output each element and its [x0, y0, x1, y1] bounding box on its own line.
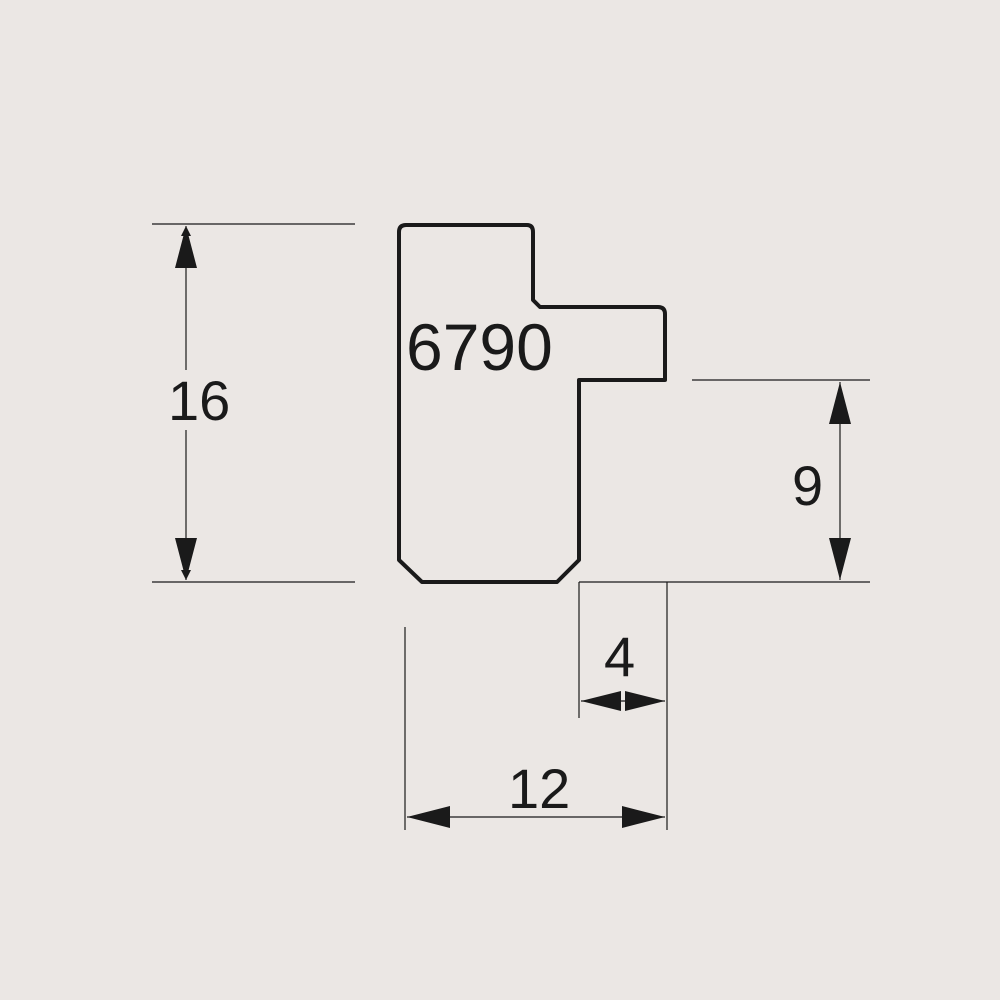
frame-profile-outline [397, 223, 667, 584]
dimension-width-total: 12 [404, 627, 665, 830]
dimension-width-lip-label: 4 [604, 625, 635, 688]
dimension-width-lip: 4 [578, 582, 668, 830]
dimension-height-total-label: 16 [168, 369, 230, 432]
dimension-width-total-label: 12 [508, 757, 570, 820]
dimension-height-total: 16 [152, 223, 355, 583]
dimension-height-lower-label: 9 [792, 454, 823, 517]
profile-code-label: 6790 [406, 310, 553, 384]
dimension-height-lower: 9 [579, 379, 870, 583]
